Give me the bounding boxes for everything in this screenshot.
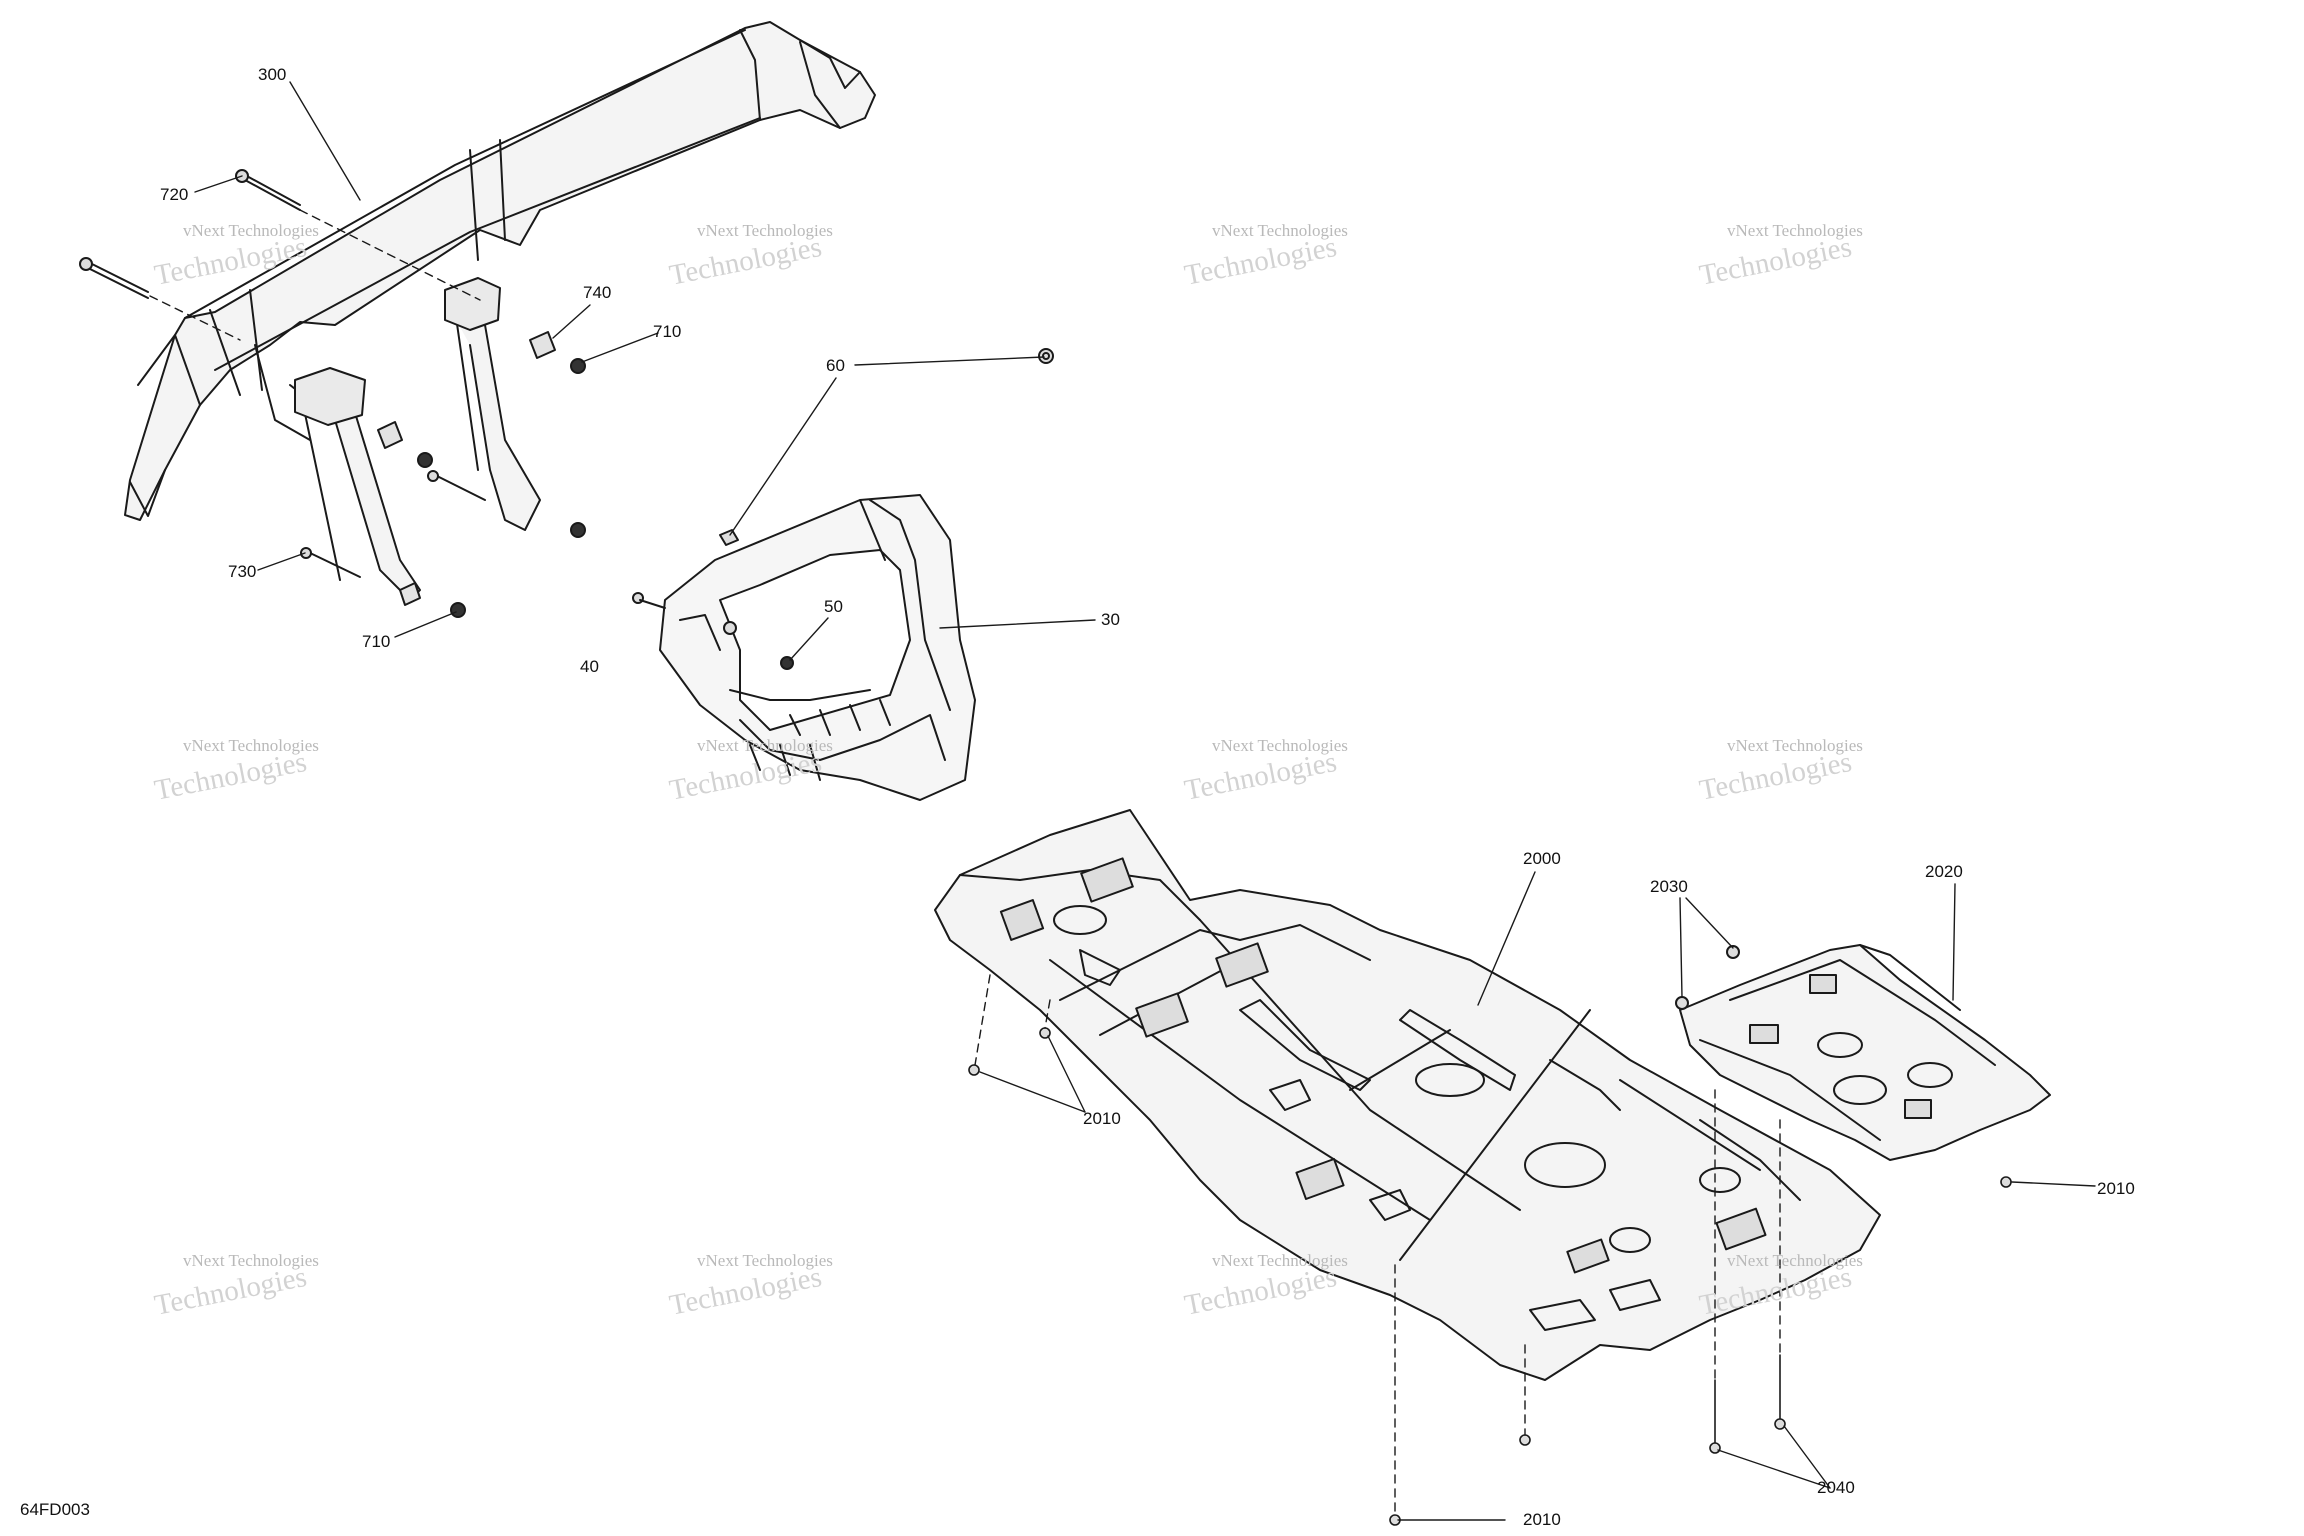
- watermark-text: vNext Technologies: [183, 1251, 319, 1270]
- watermark-text: vNext Technologies: [1212, 221, 1348, 240]
- skid-plate-part-2000: [934, 809, 1881, 1381]
- grommet-part-60b: [719, 529, 739, 546]
- watermark-text: vNext Technologies: [1727, 221, 1863, 240]
- callout-2030: 2030: [1650, 877, 1688, 896]
- callout-720: 720: [160, 185, 189, 204]
- callout-710-upper: 710: [653, 322, 682, 341]
- watermark-text: vNext Technologies: [183, 736, 319, 755]
- callout-300: 300: [258, 65, 287, 84]
- drawing-code: 64FD003: [20, 1500, 90, 1519]
- rear-plate-part-2020: [1675, 944, 2051, 1161]
- callout-2040: 2040: [1817, 1478, 1855, 1497]
- callout-2010-bottom: 2010: [1523, 1510, 1561, 1529]
- watermark-text: vNext Technologies: [697, 1251, 833, 1270]
- leader-lines: [194, 81, 2096, 1521]
- watermark-text: vNext Technologies: [1212, 1251, 1348, 1270]
- callout-730: 730: [228, 562, 257, 581]
- watermark-text: vNext Technologies: [1727, 1251, 1863, 1270]
- callout-740: 740: [583, 283, 612, 302]
- front-panel-part-30: [659, 494, 976, 801]
- bumper-frame-part-300: [124, 21, 876, 601]
- callout-50: 50: [824, 597, 843, 616]
- watermark-text: vNext Technologies: [1727, 736, 1863, 755]
- hardware-group-700-series: [79, 169, 586, 618]
- callout-2000: 2000: [1523, 849, 1561, 868]
- callout-30: 30: [1101, 610, 1120, 629]
- assembly-lines: [974, 974, 1781, 1516]
- skid-fasteners: [968, 1027, 2012, 1526]
- callout-40: 40: [580, 657, 599, 676]
- watermark-text: vNext Technologies: [697, 221, 833, 240]
- watermark-text: vNext Technologies: [183, 221, 319, 240]
- watermark-text: vNext Technologies: [1212, 736, 1348, 755]
- callout-60: 60: [826, 356, 845, 375]
- callout-2010-right: 2010: [2097, 1179, 2135, 1198]
- callout-2020: 2020: [1925, 862, 1963, 881]
- callout-2010-left: 2010: [1083, 1109, 1121, 1128]
- watermark-text: vNext Technologies: [697, 736, 833, 755]
- nut-part-60: [1038, 348, 1054, 364]
- callout-710-lower: 710: [362, 632, 391, 651]
